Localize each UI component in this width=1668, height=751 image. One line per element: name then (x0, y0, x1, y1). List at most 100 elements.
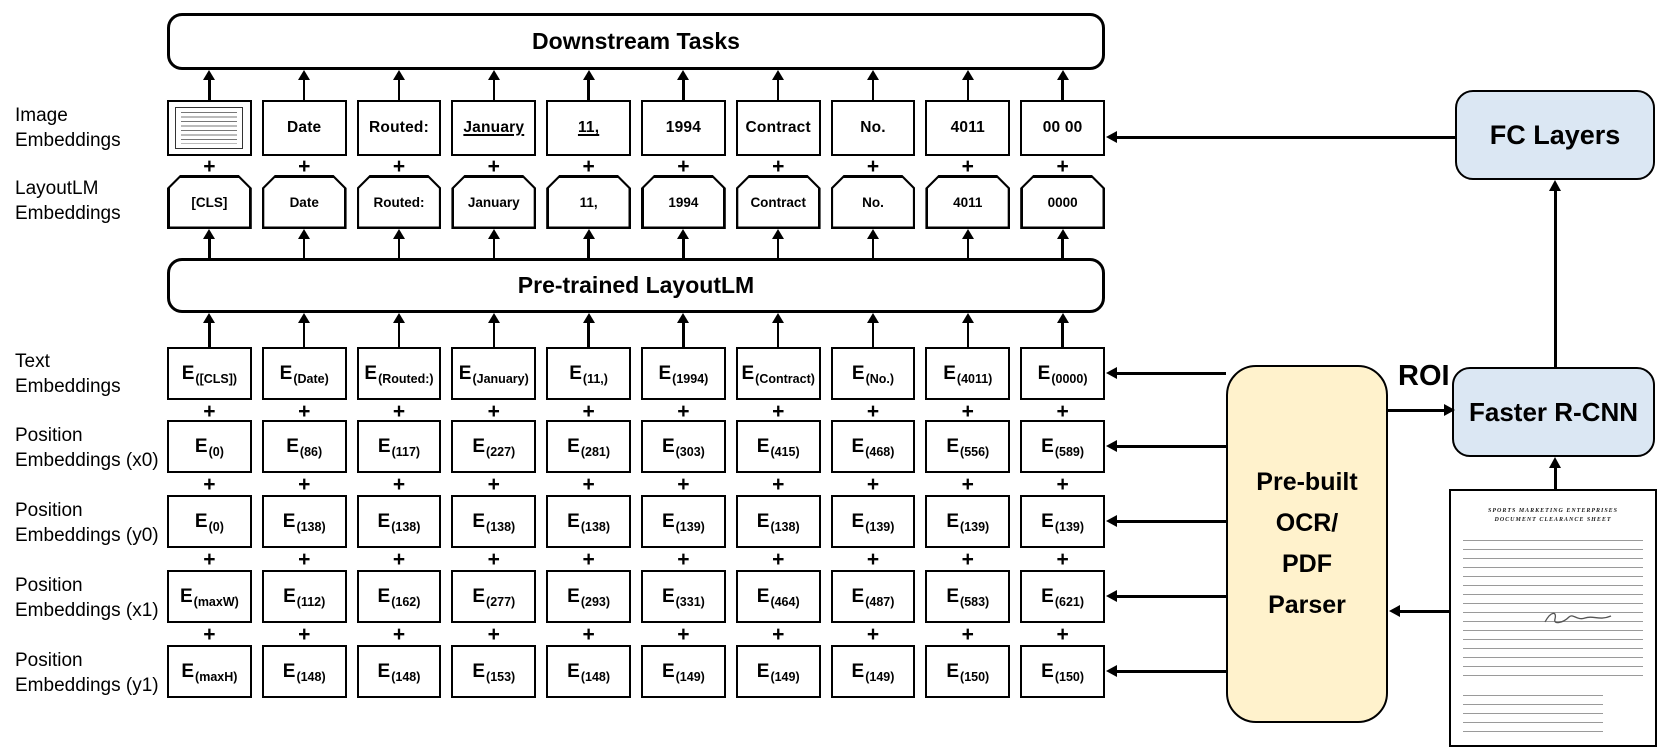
plus-sign: + (772, 400, 785, 423)
plus-sign: + (961, 548, 974, 571)
embedding-box: E(556) (925, 420, 1011, 473)
plus-sign: + (866, 155, 880, 178)
embedding-box: E(589) (1020, 420, 1105, 473)
layoutlm-token-cell: [CLS] (167, 175, 252, 229)
plus-sign: + (298, 155, 311, 178)
up-arrow (546, 313, 631, 347)
embedding-symbol: E (741, 362, 755, 384)
embedding-subscript: (138) (770, 519, 800, 534)
word-image-box: No. (830, 100, 916, 156)
plus-sign: + (772, 155, 785, 178)
embedding-subscript: (0) (208, 444, 224, 459)
embedding-symbol: E (946, 585, 960, 607)
embedding-box: E(227) (451, 420, 537, 473)
arrows-to-layoutlm-tokens (167, 229, 1105, 258)
up-arrow (451, 229, 536, 258)
document-thumbnail-lines (175, 107, 244, 149)
embedding-symbol: E (661, 510, 675, 532)
embedding-symbol: E (472, 435, 486, 457)
plus-sign: + (203, 548, 216, 571)
image-embedding-cell: No. (830, 100, 916, 156)
embedding-cell: E(4011) (925, 347, 1011, 400)
embedding-symbol: E (658, 362, 672, 384)
embedding-cell: E(Contract) (735, 347, 821, 400)
position-x1-row: E(maxW)E(112)E(162)E(277)E(293)E(331)E(4… (167, 570, 1105, 623)
plus-sign: + (487, 623, 500, 646)
up-arrow (357, 70, 442, 100)
word-image-box: January (451, 100, 537, 156)
embedding-cell: E(0) (167, 420, 252, 473)
embedding-subscript: (117) (391, 444, 421, 459)
up-arrow-shaft (966, 80, 970, 100)
embedding-subscript: (4011) (956, 371, 993, 386)
embedding-cell: E(589) (1020, 420, 1105, 473)
plus-sign: + (677, 155, 690, 178)
embedding-symbol: E (1041, 510, 1054, 532)
embedding-subscript: (281) (580, 444, 611, 459)
word-image-box: Routed: (356, 100, 442, 156)
fc-to-image-embedding-arrowhead (1106, 131, 1117, 143)
layoutlm-token-box: January (451, 175, 536, 229)
embedding-cell: E(293) (546, 570, 631, 623)
parser-to-x1-row-line (1117, 595, 1226, 598)
plus-sign: + (298, 548, 311, 571)
parser-to-y1-row-arrowhead (1106, 665, 1117, 677)
embedding-subscript: (Routed:) (378, 371, 434, 386)
embedding-box: E(149) (641, 645, 726, 698)
embedding-cell: E(153) (451, 645, 537, 698)
embedding-symbol: E (472, 510, 486, 532)
embedding-cell: E(138) (546, 495, 631, 548)
pretrained-layoutlm-box: Pre-trained LayoutLM (167, 258, 1105, 313)
pretrained-layoutlm-label: Pre-trained LayoutLM (517, 272, 755, 298)
layoutlm-token-cell: 11, (546, 175, 631, 229)
up-arrow (451, 70, 536, 100)
embedding-cell: E(139) (830, 495, 916, 548)
fc-to-image-embedding-line (1117, 136, 1455, 139)
label-layoutlm-embeddings: LayoutLM Embeddings (15, 178, 121, 225)
embedding-subscript: (138) (391, 519, 421, 534)
embedding-symbol: E (283, 585, 296, 607)
plus-sign: + (298, 623, 311, 646)
plus-sign: + (487, 400, 500, 423)
label-position-embeddings-x1: Position Embeddings (x1) (15, 575, 159, 622)
embedding-symbol: E (567, 660, 580, 682)
embedding-box: E(150) (925, 645, 1011, 698)
embedding-subscript: ([CLS]) (195, 371, 238, 386)
embedding-box: E(487) (830, 570, 916, 623)
embedding-cell: E(415) (735, 420, 821, 473)
word-image-text: Date (286, 119, 322, 136)
roi-line (1388, 409, 1444, 412)
arrows-to-downstream (167, 70, 1105, 100)
layoutlm-token-text: 11, (579, 194, 598, 210)
up-arrow-shaft (302, 239, 306, 258)
embedding-cell: E(150) (1020, 645, 1105, 698)
embedding-box: E(148) (546, 645, 631, 698)
embedding-subscript: (277) (486, 594, 516, 609)
up-arrow (736, 70, 821, 100)
scanned-document-form-lines-lower (1463, 687, 1604, 735)
plus-row-image-layoutlm: ++++++++++ (167, 155, 1105, 178)
plus-sign: + (203, 473, 216, 496)
embedding-box: E(303) (641, 420, 726, 473)
plus-sign: + (677, 548, 690, 571)
embedding-subscript: (150) (1054, 669, 1085, 684)
scanned-document-title-line2: DOCUMENT CLEARANCE SHEET (1494, 517, 1612, 523)
embedding-cell: E(150) (925, 645, 1011, 698)
image-embedding-cell: 00 00 (1020, 100, 1105, 156)
embedding-symbol: E (851, 362, 865, 384)
embedding-symbol: E (1037, 362, 1051, 384)
embedding-box: E(148) (356, 645, 442, 698)
embedding-cell: E(281) (546, 420, 631, 473)
embedding-box: E(138) (261, 495, 347, 548)
embedding-box: E(January) (451, 347, 537, 400)
embedding-symbol: E (851, 435, 865, 457)
embedding-box: E(139) (1020, 495, 1105, 548)
word-image-text: 1994 (665, 119, 702, 136)
embedding-subscript: (415) (770, 444, 800, 459)
roi-arrowhead (1444, 404, 1455, 416)
document-to-faster-arrowhead (1549, 457, 1561, 468)
embedding-symbol: E (661, 585, 675, 607)
layoutlm-token-box: 11, (546, 175, 631, 229)
up-arrow-shaft (776, 323, 780, 347)
embedding-subscript: (583) (960, 594, 990, 609)
